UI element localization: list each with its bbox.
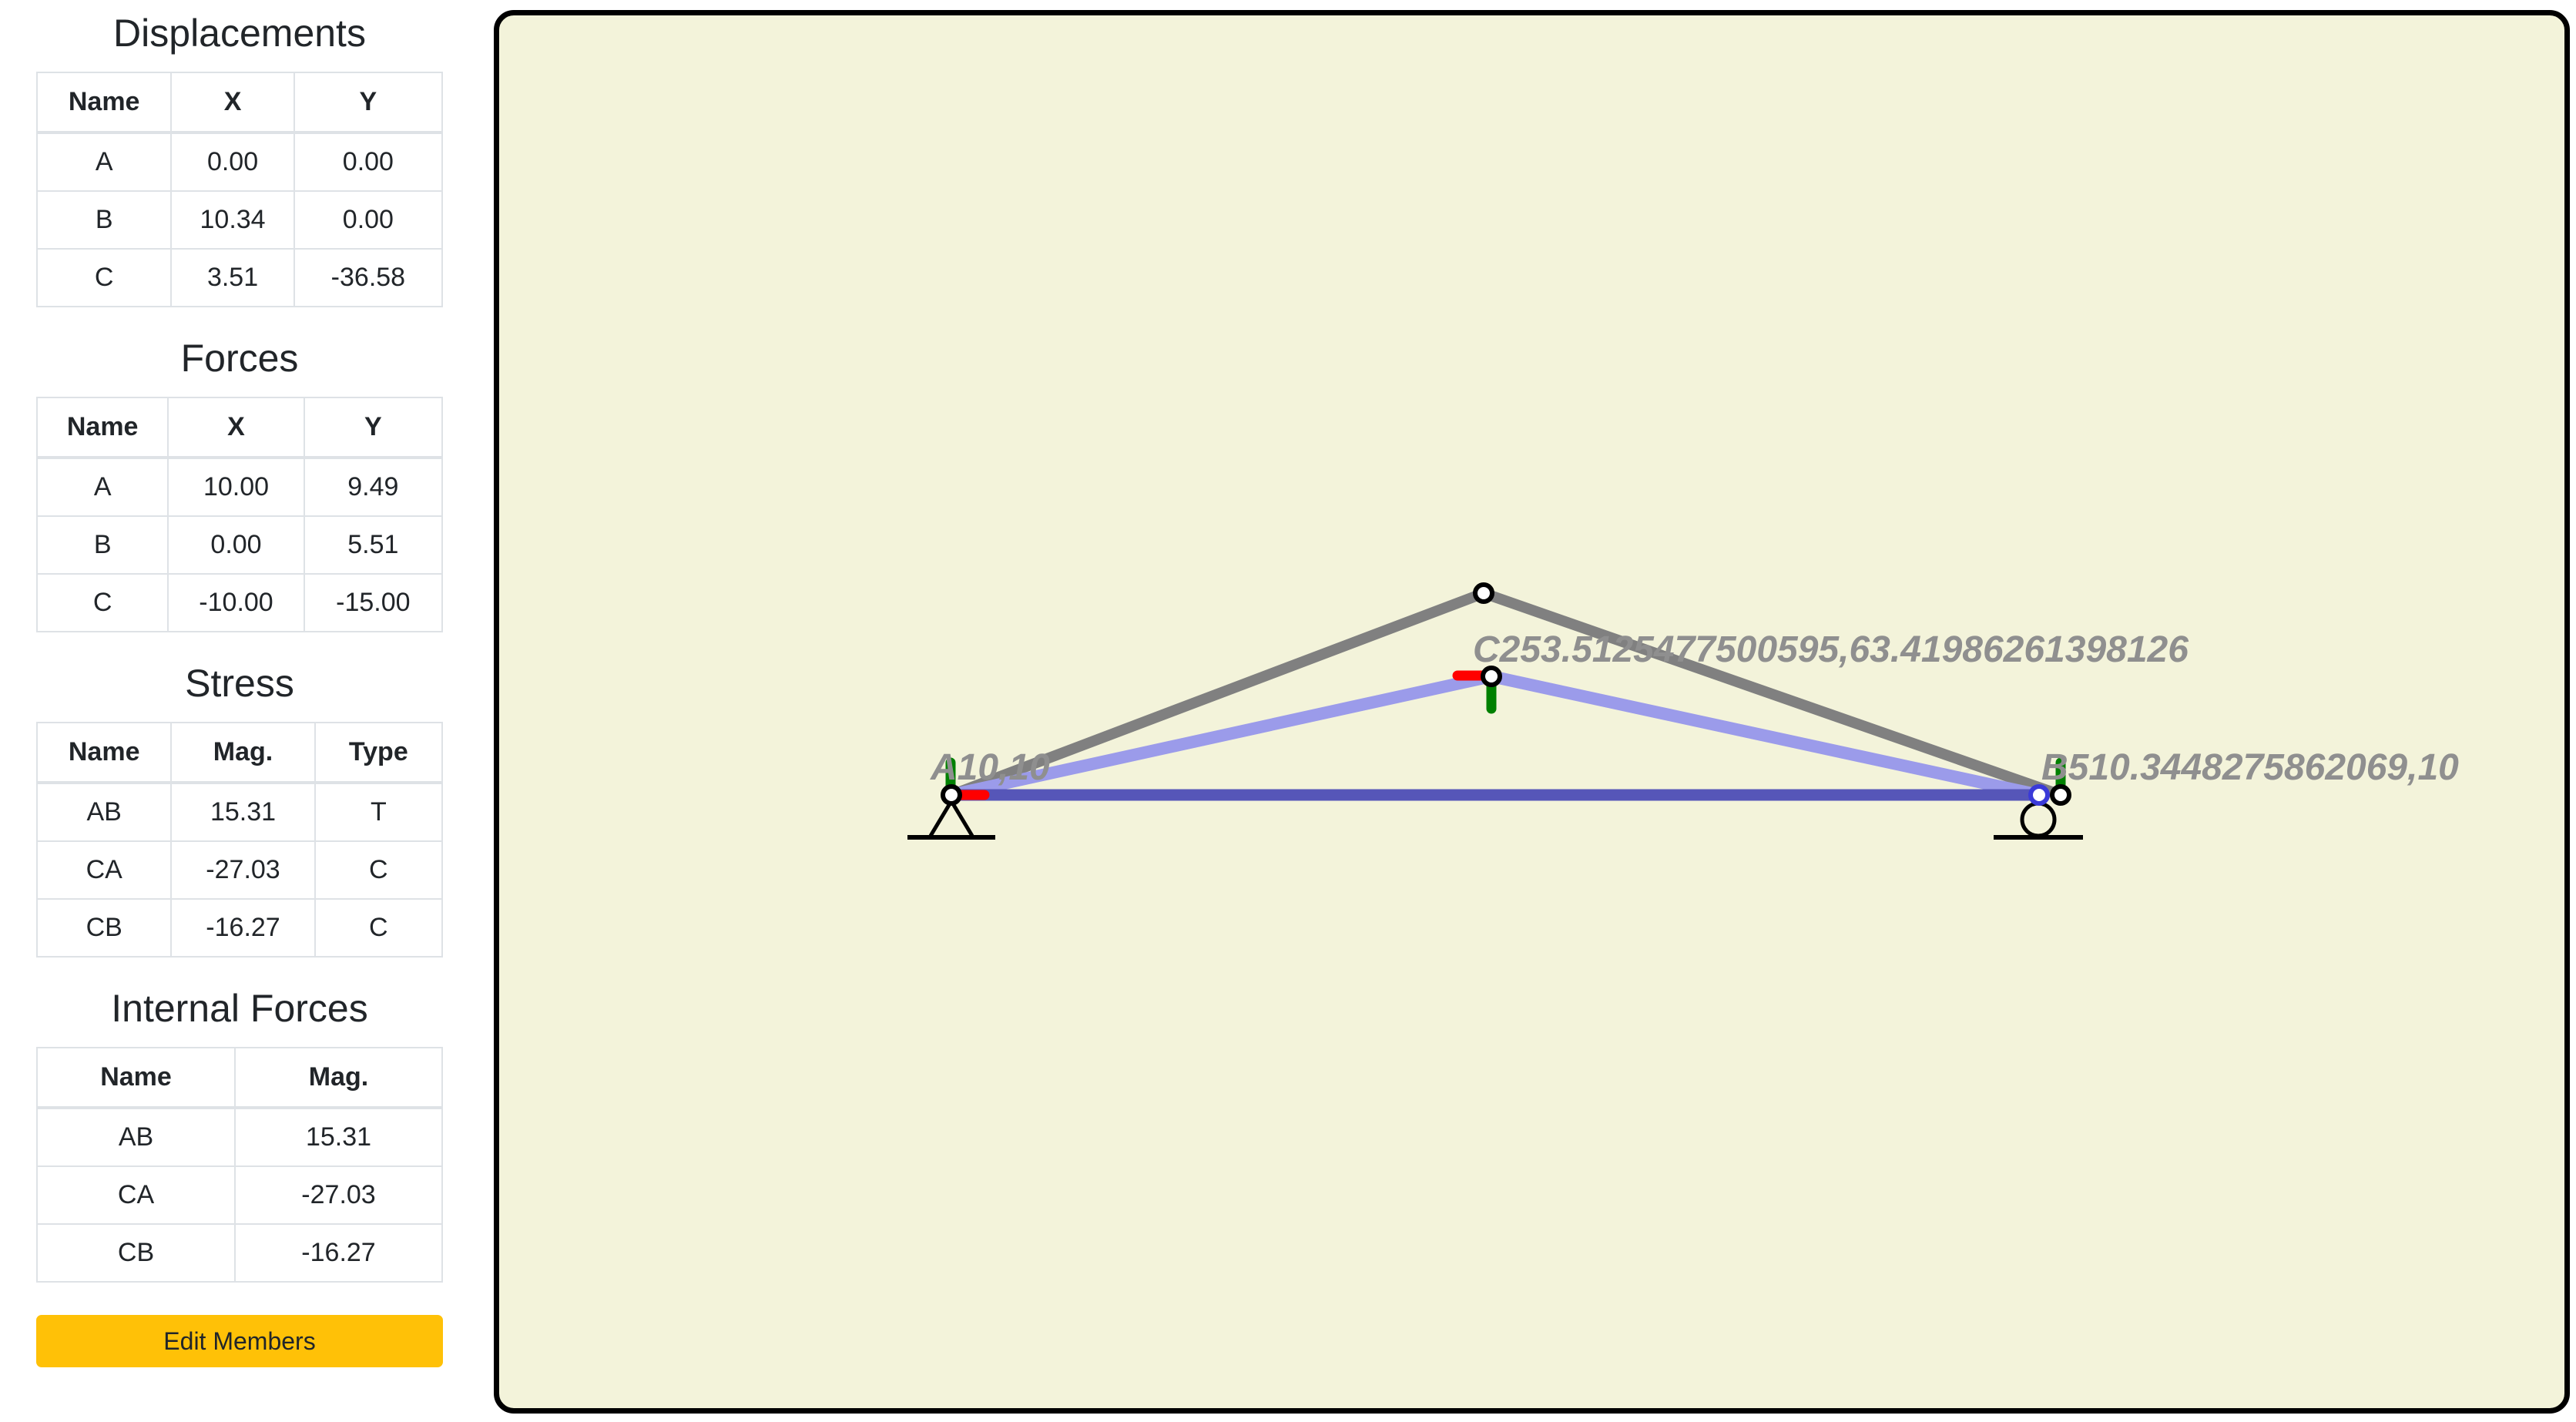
stress-type-cell: C — [314, 840, 444, 900]
original-member-ca — [946, 588, 1489, 800]
column-header: Name — [35, 722, 173, 784]
stress-type-cell: C — [314, 898, 444, 958]
table-row: CB -16.27 — [35, 1223, 443, 1283]
table-row: CB -16.27 C — [35, 898, 444, 958]
y-value-cell: -15.00 — [303, 573, 444, 632]
node-b-original[interactable] — [2050, 784, 2071, 806]
node-label-c: C253.5125477500595,63.41986261398126 — [1473, 629, 2189, 670]
node-a[interactable] — [941, 784, 962, 806]
y-value-cell: 5.51 — [303, 515, 444, 575]
node-label-a: A10,10 — [930, 747, 1050, 788]
node-name-cell: B — [35, 515, 169, 575]
stress-type-cell: T — [314, 782, 444, 842]
y-value-cell: 9.49 — [303, 457, 444, 517]
column-header: X — [170, 72, 295, 134]
truss-drawing: A10,10 B510.3448275862069,10 C253.512547… — [907, 582, 2459, 840]
member-name-cell: CA — [35, 1165, 236, 1225]
table-row: C 3.51 -36.58 — [35, 248, 444, 307]
y-value-cell: 0.00 — [293, 132, 444, 192]
table-header-row: Name Mag. Type — [35, 722, 444, 784]
table-row: A 10.00 9.49 — [35, 457, 444, 517]
x-value-cell: 10.00 — [167, 457, 305, 517]
member-name-cell: CB — [35, 1223, 236, 1283]
table-row: A 0.00 0.00 — [35, 132, 444, 192]
node-name-cell: A — [35, 457, 169, 517]
column-header: Y — [303, 397, 444, 459]
displacements-table: Name X Y A 0.00 0.00 B 10.34 0.00 C 3.51… — [35, 72, 444, 307]
member-name-cell: CA — [35, 840, 173, 900]
x-value-cell: 10.34 — [170, 190, 295, 250]
column-header: Name — [35, 72, 173, 134]
roller-support-icon — [1994, 801, 2083, 840]
magnitude-cell: 15.31 — [170, 782, 316, 842]
column-header: X — [167, 397, 305, 459]
node-c-original[interactable] — [1473, 582, 1494, 604]
node-name-cell: C — [35, 573, 169, 632]
column-header: Y — [293, 72, 444, 134]
column-header: Type — [314, 722, 444, 784]
member-name-cell: AB — [35, 782, 173, 842]
table-header-row: Name X Y — [35, 397, 444, 459]
x-value-cell: 0.00 — [170, 132, 295, 192]
table-row: CA -27.03 — [35, 1165, 443, 1225]
x-value-cell: 3.51 — [170, 248, 295, 307]
table-row: CA -27.03 C — [35, 840, 444, 900]
node-name-cell: B — [35, 190, 173, 250]
displacements-title: Displacements — [113, 12, 366, 55]
node-name-cell: C — [35, 248, 173, 307]
node-c-deformed[interactable] — [1481, 666, 1502, 687]
table-header-row: Name Mag. — [35, 1047, 443, 1109]
member-name-cell: CB — [35, 898, 173, 958]
node-b-deformed[interactable] — [2028, 784, 2050, 806]
internal-forces-table: Name Mag. AB 15.31 CA -27.03 CB -16.27 — [35, 1047, 443, 1283]
edit-members-button[interactable]: Edit Members — [36, 1315, 443, 1367]
magnitude-cell: 15.31 — [234, 1107, 443, 1167]
stress-table: Name Mag. Type AB 15.31 T CA -27.03 C CB… — [35, 722, 444, 958]
table-row: AB 15.31 T — [35, 782, 444, 842]
column-header: Mag. — [170, 722, 316, 784]
forces-title: Forces — [180, 337, 299, 380]
table-row: B 0.00 5.51 — [35, 515, 444, 575]
y-value-cell: 0.00 — [293, 190, 444, 250]
table-header-row: Name X Y — [35, 72, 444, 134]
deformed-member-cb — [1485, 670, 2045, 801]
column-header: Name — [35, 397, 169, 459]
original-member-cb — [1478, 588, 2066, 800]
internal-forces-title: Internal Forces — [111, 987, 368, 1030]
table-row: AB 15.31 — [35, 1107, 443, 1167]
x-value-cell: 0.00 — [167, 515, 305, 575]
member-name-cell: AB — [35, 1107, 236, 1167]
forces-table: Name X Y A 10.00 9.49 B 0.00 5.51 C -10.… — [35, 397, 444, 632]
column-header: Name — [35, 1047, 236, 1109]
pin-support-icon — [907, 797, 995, 840]
magnitude-cell: -16.27 — [170, 898, 316, 958]
column-header: Mag. — [234, 1047, 443, 1109]
table-row: C -10.00 -15.00 — [35, 573, 444, 632]
results-sidebar: Displacements Name X Y A 0.00 0.00 B 10.… — [35, 0, 444, 1367]
node-label-b: B510.3448275862069,10 — [2041, 747, 2459, 788]
table-row: B 10.34 0.00 — [35, 190, 444, 250]
x-value-cell: -10.00 — [167, 573, 305, 632]
stress-title: Stress — [185, 662, 294, 705]
truss-canvas[interactable]: A10,10 B510.3448275862069,10 C253.512547… — [494, 10, 2570, 1414]
magnitude-cell: -16.27 — [234, 1223, 443, 1283]
deformed-member-ca — [945, 670, 1498, 801]
magnitude-cell: -27.03 — [234, 1165, 443, 1225]
node-name-cell: A — [35, 132, 173, 192]
y-value-cell: -36.58 — [293, 248, 444, 307]
magnitude-cell: -27.03 — [170, 840, 316, 900]
